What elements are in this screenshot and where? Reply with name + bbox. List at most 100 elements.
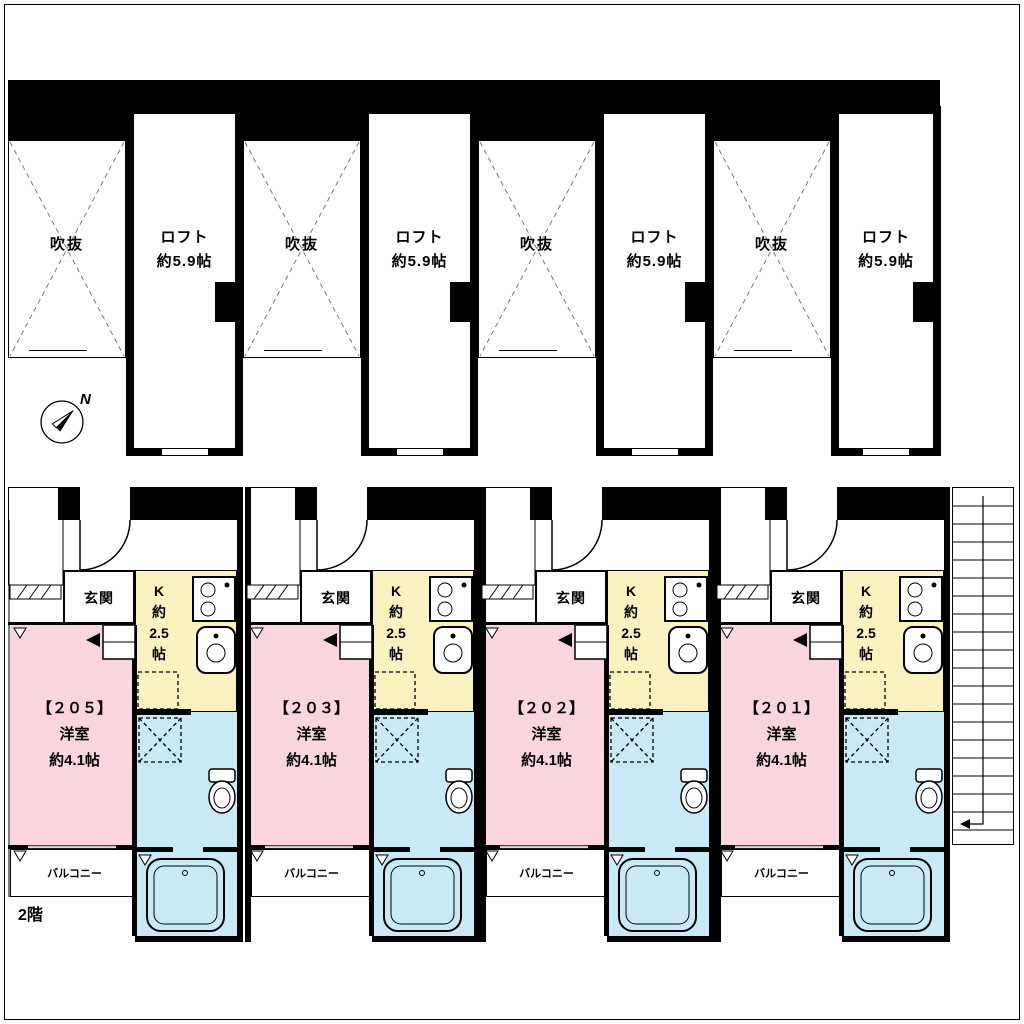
void-window-icon xyxy=(29,350,87,358)
void-label: 吹抜 xyxy=(519,236,554,253)
void-room: 吹抜 xyxy=(8,140,126,358)
bathroom-area xyxy=(842,712,944,942)
entrance-label: 玄関 xyxy=(791,589,821,606)
compass-needle-dark-icon xyxy=(56,410,74,432)
entry-arrow-icon xyxy=(86,633,100,647)
entry-arrow-icon xyxy=(558,633,572,647)
refrigerator-space-icon xyxy=(844,671,886,710)
western-room xyxy=(486,625,607,845)
western-room xyxy=(721,625,842,845)
toilet-icon xyxy=(208,768,236,783)
window-icon xyxy=(716,584,769,600)
sink-icon xyxy=(668,626,708,674)
bathtub-icon xyxy=(146,858,225,932)
triangle-mark-icon xyxy=(720,850,734,862)
bathtub-icon xyxy=(853,858,932,932)
unit-fixtures xyxy=(245,487,480,942)
balcony-label: バルコニー xyxy=(754,868,809,880)
unit-plan: 玄関 K 約 2.5 帖【２０２】 洋室 約4.1帖バルコニー xyxy=(480,487,715,942)
washer-space-icon xyxy=(610,717,654,763)
sink-icon xyxy=(433,626,473,674)
loft-wall-notch xyxy=(215,282,235,322)
entrance-door-arc-icon xyxy=(79,519,131,571)
entrance-label: 玄関 xyxy=(556,589,586,606)
toilet-icon xyxy=(915,768,943,783)
entrance-door-arc-icon xyxy=(786,519,838,571)
entry-arrow-icon xyxy=(323,633,337,647)
loft-room: ロフト 約5.9帖 xyxy=(831,106,941,456)
triangle-mark-icon xyxy=(138,854,152,866)
loft-room: ロフト 約5.9帖 xyxy=(361,106,478,456)
balcony xyxy=(486,849,607,897)
loft-label: ロフト 約5.9帖 xyxy=(156,229,213,270)
void-window-icon xyxy=(499,350,557,358)
entrance-door-arc-icon xyxy=(551,519,603,571)
balcony xyxy=(721,849,842,897)
room-label: 【２０２】 洋室 約4.1帖 xyxy=(508,699,584,770)
bathtub-icon xyxy=(383,858,462,932)
refrigerator-space-icon xyxy=(609,671,651,710)
bathroom-area xyxy=(372,712,474,942)
compass-needle-light-icon xyxy=(51,410,74,429)
void-label: 吹抜 xyxy=(284,236,319,253)
window-icon xyxy=(9,584,62,600)
void-room: 吹抜 xyxy=(478,140,596,358)
balcony-label: バルコニー xyxy=(519,868,574,880)
staircase xyxy=(952,487,1014,845)
kitchen-label: K 約 2.5 帖 xyxy=(856,583,876,662)
sink-icon xyxy=(196,626,236,674)
bathroom-area xyxy=(607,712,709,942)
floor-label: 2階 xyxy=(18,907,43,924)
room-label: 【２０３】 洋室 約4.1帖 xyxy=(273,699,349,770)
washer-space-icon xyxy=(845,717,889,763)
entrance-room xyxy=(770,570,842,625)
loft-label: ロフト 約5.9帖 xyxy=(858,229,914,270)
entry-arrow-icon xyxy=(793,633,807,647)
window-icon xyxy=(246,584,299,600)
sink-icon xyxy=(903,626,943,674)
triangle-mark-icon xyxy=(720,627,734,639)
triangle-mark-icon xyxy=(845,854,859,866)
compass-north-label: N xyxy=(80,391,92,408)
toilet-icon xyxy=(445,768,473,783)
triangle-mark-icon xyxy=(13,850,27,862)
second-floor-plan: 2階 玄関 K 約 2.5 帖【２０５】 洋室 約4.1帖バルコニー 玄関 K 約 2… xyxy=(8,487,1016,962)
void-room: 吹抜 xyxy=(713,140,831,358)
balcony-label: バルコニー xyxy=(284,868,339,880)
void-cross-icon xyxy=(714,141,830,357)
plan-frame xyxy=(4,4,1020,1020)
room-label: 【２０５】 洋室 約4.1帖 xyxy=(36,699,112,770)
entrance-label: 玄関 xyxy=(321,589,351,606)
entrance-door-arc-icon xyxy=(316,519,368,571)
loft-label: ロフト 約5.9帖 xyxy=(391,229,448,270)
unit-fixtures xyxy=(480,487,715,942)
bathtub-icon xyxy=(618,858,697,932)
loft-floor-plan: ロフト 約5.9帖吹抜ロフト 約5.9帖吹抜ロフト 約5.9帖吹抜ロフト 約5.… xyxy=(8,80,943,460)
unit-fixtures xyxy=(715,487,950,942)
washer-space-icon xyxy=(375,717,419,763)
void-label: 吹抜 xyxy=(49,236,84,253)
refrigerator-space-icon xyxy=(137,671,179,710)
western-room xyxy=(251,625,372,845)
loft-wall-notch xyxy=(685,282,705,322)
loft-wall-notch xyxy=(913,282,933,322)
triangle-mark-icon xyxy=(485,627,499,639)
entrance-room xyxy=(300,570,372,625)
triangle-mark-icon xyxy=(375,854,389,866)
triangle-mark-icon xyxy=(250,850,264,862)
stair-steps-icon xyxy=(953,496,1013,831)
balcony-label: バルコニー xyxy=(47,868,102,880)
void-cross-icon xyxy=(244,141,360,357)
void-window-icon xyxy=(264,350,322,358)
entrance-label: 玄関 xyxy=(84,589,114,606)
triangle-mark-icon xyxy=(610,854,624,866)
loft-window-icon xyxy=(631,448,678,456)
bathroom-area xyxy=(135,712,237,942)
void-cross-icon xyxy=(479,141,595,357)
kitchen-label: K 約 2.5 帖 xyxy=(621,583,641,662)
void-room: 吹抜 xyxy=(243,140,361,358)
